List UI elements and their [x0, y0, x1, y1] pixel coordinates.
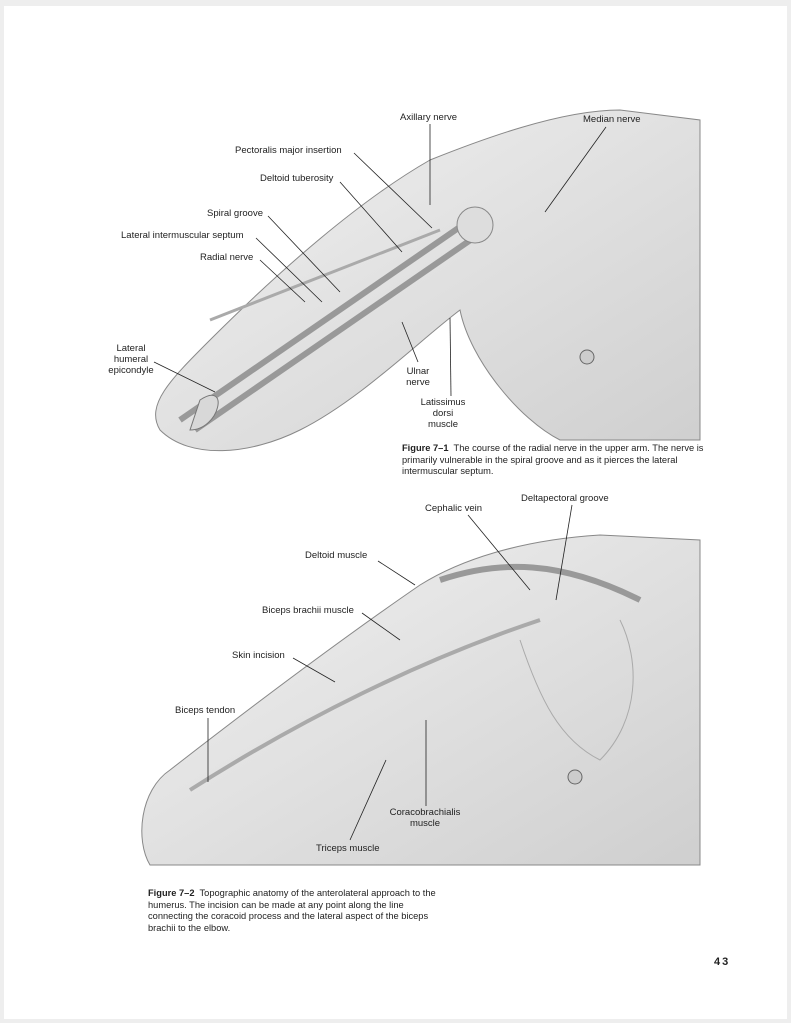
figure-7-2-caption: Figure 7–2 Topographic anatomy of the an…: [148, 888, 440, 934]
label-skin-incision: Skin incision: [232, 650, 285, 661]
label-line: nerve: [406, 377, 430, 388]
figure-7-2-illustration: [141, 534, 701, 866]
label-triceps-muscle: Triceps muscle: [316, 843, 380, 854]
figure-7-1-caption: Figure 7–1 The course of the radial nerv…: [402, 443, 732, 478]
label-deltapectoral-groove: Deltapectoral groove: [521, 493, 609, 504]
label-coracobrachialis-muscle: Coracobrachialis muscle: [382, 807, 468, 829]
caption-text: The course of the radial nerve in the up…: [402, 443, 704, 476]
label-lateral-intermuscular-septum: Lateral intermuscular septum: [121, 230, 244, 241]
label-line: muscle: [409, 818, 441, 829]
label-line: Ulnar: [406, 366, 430, 377]
label-latissimus-dorsi-muscle: Latissimus dorsi muscle: [413, 397, 473, 430]
label-median-nerve: Median nerve: [583, 114, 641, 125]
label-ulnar-nerve: Ulnar nerve: [393, 366, 443, 388]
label-line: muscle: [427, 419, 459, 430]
label-line: Lateral: [116, 343, 146, 354]
label-lateral-humeral-epicondyle: Lateral humeral epicondyle: [100, 343, 162, 376]
page-number: 43: [714, 956, 731, 968]
label-line: humeral: [113, 354, 149, 365]
label-deltoid-muscle: Deltoid muscle: [305, 550, 368, 561]
leader-lines: [153, 124, 607, 841]
label-line: dorsi: [432, 408, 454, 419]
label-line: epicondyle: [108, 365, 154, 376]
label-axillary-nerve: Axillary nerve: [400, 112, 458, 123]
label-biceps-brachii-muscle: Biceps brachii muscle: [262, 605, 354, 616]
caption-text: Topographic anatomy of the anterolateral…: [148, 888, 436, 933]
caption-label: Figure 7–1: [402, 443, 449, 453]
label-deltoid-tuberosity: Deltoid tuberosity: [260, 173, 334, 184]
figure-7-1-illustration: [155, 109, 701, 452]
label-line: Latissimus: [420, 397, 466, 408]
label-radial-nerve: Radial nerve: [200, 252, 254, 263]
label-pectoralis-major-insertion: Pectoralis major insertion: [235, 145, 342, 156]
label-spiral-groove: Spiral groove: [207, 208, 263, 219]
label-line: Coracobrachialis: [389, 807, 461, 818]
label-biceps-tendon: Biceps tendon: [175, 705, 236, 716]
label-cephalic-vein: Cephalic vein: [425, 503, 483, 514]
caption-label: Figure 7–2: [148, 888, 195, 898]
